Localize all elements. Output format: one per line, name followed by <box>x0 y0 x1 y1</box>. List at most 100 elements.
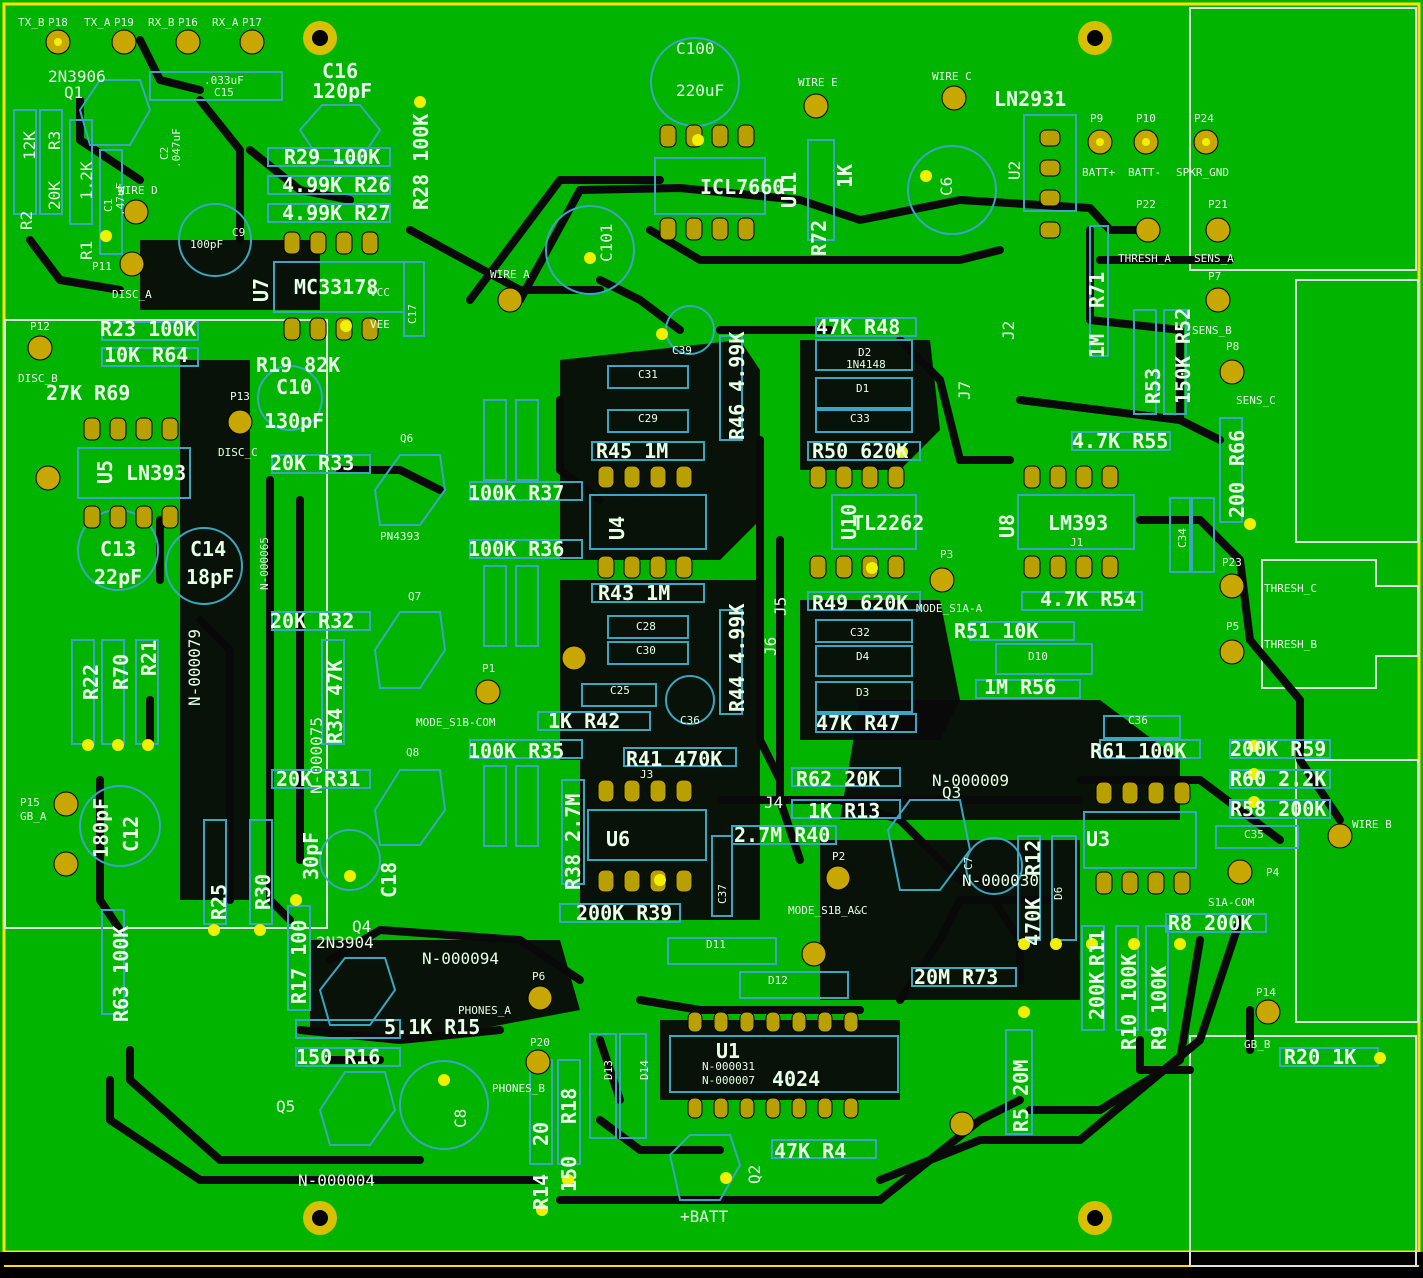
ref-r56: 1M R56 <box>984 675 1056 699</box>
ref-u3: U3 <box>1086 827 1110 851</box>
ref-j4: J4 <box>764 793 783 812</box>
ref-r4: 47K R4 <box>774 1139 846 1163</box>
ref-r41: R41 470K <box>626 747 722 771</box>
ref-sens-b: SENS_B <box>1192 324 1232 337</box>
ref-u6: U6 <box>606 827 630 851</box>
ref-r23: R23 100K <box>100 317 196 341</box>
u2-pins <box>1039 129 1061 239</box>
ref-1-2k: 1.2K <box>77 161 96 200</box>
ref-p4: P4 <box>1266 866 1280 879</box>
ref-disc-b: DISC_B <box>18 372 58 385</box>
ref-n-000030: N-000030 <box>962 871 1039 890</box>
ref-r25: R25 <box>207 884 231 920</box>
ref-thresh-b: THRESH_B <box>1264 638 1317 651</box>
ref-c33: C33 <box>850 412 870 425</box>
ref-wire-c-top: WIRE C <box>932 70 972 83</box>
ref-p20: P20 <box>530 1036 550 1049</box>
ref-r34: R34 47K <box>323 660 347 744</box>
ref-p9: P9 <box>1090 112 1103 125</box>
ref-n-000079-a: N-000079 <box>185 629 204 706</box>
ref-u7: U7 <box>249 278 273 302</box>
ref-batt-plus: BATT+ <box>1082 166 1115 179</box>
ref-p10: P10 <box>1136 112 1156 125</box>
ref-r3: R3 <box>45 131 64 150</box>
ref-r18: R18 <box>557 1088 581 1124</box>
ref-r73: 20M R73 <box>914 965 998 989</box>
ref-n-000065-a: N-000065 <box>258 537 271 590</box>
ref-r38: R38 2.7M <box>561 794 585 890</box>
ref-r72-val: 1K <box>833 164 857 188</box>
ref-r71: R71 <box>1085 272 1109 308</box>
ref-r20: R20 1K <box>1284 1045 1356 1069</box>
ref-wire-b-right: WIRE B <box>1352 818 1392 831</box>
ref-j6: J6 <box>761 637 780 656</box>
ref-r49: R49 620K <box>812 591 908 615</box>
silkscreen-labels: TX_B P18 TX_A P19 RX_B P16 RX_A P17 2N39… <box>17 16 1392 1226</box>
transistor-outlines <box>78 79 972 1201</box>
ref-u2: U2 <box>1005 161 1024 180</box>
ref-c25: C25 <box>610 684 630 697</box>
ref-c14-val: 18pF <box>186 565 234 589</box>
ref-vee-u7: VEE <box>370 318 390 331</box>
ref-s1a-com: S1A-COM <box>1208 896 1255 909</box>
ref-r70: R70 <box>109 654 133 690</box>
ref-j2: J2 <box>999 321 1018 340</box>
ref-sens-c: SENS_C <box>1236 394 1276 407</box>
u5-pins <box>83 417 179 529</box>
ref-2n3904-q4: 2N3904 <box>316 933 374 952</box>
ref-ln393-u5: LN393 <box>126 461 186 485</box>
ref-20k: 20K <box>45 181 64 210</box>
ref-c28: C28 <box>636 620 656 633</box>
ref-r71-val: 1M <box>1085 334 1109 358</box>
ref-p3: P3 <box>940 548 953 561</box>
u3-pins <box>1095 781 1191 895</box>
ref-d12: D12 <box>768 974 788 987</box>
ref-c13-val: 22pF <box>94 565 142 589</box>
ref-r10: R10 100K <box>1117 954 1141 1050</box>
ref-1n4148-d2: 1N4148 <box>846 358 886 371</box>
fab-outlines <box>13 71 1379 1165</box>
ref-c35: C35 <box>1244 828 1264 841</box>
ref-r11: R11 <box>1085 930 1109 966</box>
ref-r29: R29 100K <box>284 145 380 169</box>
ref-p2: P2 <box>832 850 845 863</box>
label-tx-a: TX_A <box>84 16 111 29</box>
ref-r13: 1K R13 <box>808 799 880 823</box>
ref-thresh-c: THRESH_C <box>1264 582 1317 595</box>
ref-wire-e-top: WIRE E <box>798 76 838 89</box>
ref-q8: Q8 <box>406 746 419 759</box>
ref-c100-val: 220uF <box>676 81 724 100</box>
ref-u11: U11 <box>777 172 801 208</box>
ref-p8: P8 <box>1226 340 1239 353</box>
ref-r66-val: 200 <box>1225 482 1249 518</box>
copper-traces <box>26 36 1344 1204</box>
ref-r21: R21 <box>137 640 161 676</box>
ref-n-000007: N-000007 <box>702 1074 755 1087</box>
ref-r47: 47K R47 <box>816 711 900 735</box>
ref-disc-c: DISC_C <box>218 446 258 459</box>
label-p17: P17 <box>242 16 262 29</box>
ref-d14: D14 <box>638 1060 651 1080</box>
ref-sens-a: SENS_A <box>1194 252 1234 265</box>
ref-r11-val: 200K <box>1085 972 1109 1020</box>
ref-r18-val: 150 <box>557 1156 581 1192</box>
ref-p15: P15 <box>20 796 40 809</box>
ref-r63: R63 100K <box>109 926 133 1022</box>
ref-r31: 20K R31 <box>276 767 360 791</box>
ref-r28: R28 100K <box>409 114 433 210</box>
ref-r12: R12 <box>1021 840 1045 876</box>
ref-d6: D6 <box>1052 887 1065 900</box>
ref-d3: D3 <box>856 686 869 699</box>
ref-c15: C15 <box>214 86 234 99</box>
ref-p14: P14 <box>1256 986 1276 999</box>
ref-c1: C1 <box>102 199 115 212</box>
ref-q3: Q3 <box>942 783 961 802</box>
ref-r69: 27K R69 <box>46 381 130 405</box>
ref-r66: R66 <box>1225 430 1249 466</box>
ref-c9: C9 <box>232 226 245 239</box>
ref-phones-b: PHONES_B <box>492 1082 545 1095</box>
ref-n-000009: N-000009 <box>932 771 1009 790</box>
ref-q6: Q6 <box>400 432 413 445</box>
ref-c12: C12 <box>119 816 143 852</box>
